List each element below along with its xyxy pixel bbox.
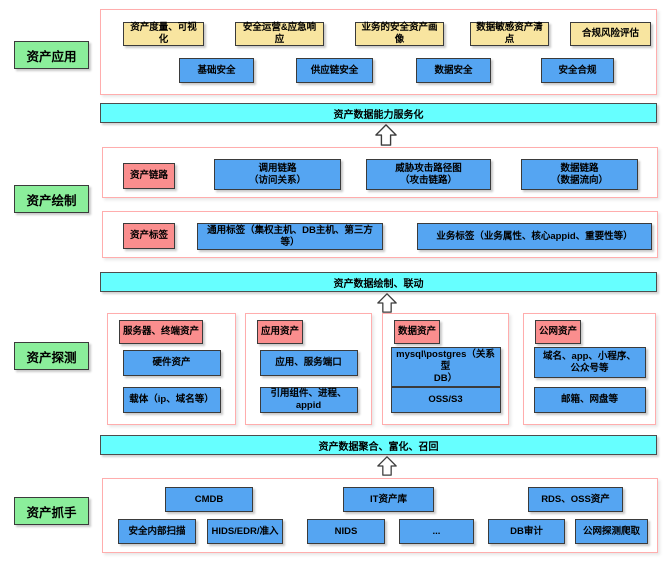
- side-label-asset-grabber: 资产抓手: [14, 497, 89, 525]
- side-label-asset-detection: 资产探测: [14, 342, 89, 370]
- capability-box: 资产度量、可视化: [123, 22, 204, 46]
- asset-tag-tag: 资产标签: [123, 223, 175, 249]
- link-box: 调用链路 （访问关系）: [214, 159, 341, 190]
- detect-group-tag: 数据资产: [394, 320, 441, 344]
- source-box: 安全内部扫描: [118, 519, 196, 544]
- capability-box: 业务的安全资产画像: [355, 22, 444, 46]
- service-bar-capability: 资产数据能力服务化: [100, 103, 657, 123]
- side-label-asset-drawing: 资产绘制: [14, 185, 89, 213]
- up-arrow-icon: [375, 124, 397, 146]
- asset-box: 应用、服务端口: [259, 350, 358, 376]
- detect-group-tag: 服务器、终端资产: [119, 320, 204, 344]
- asset-box: 硬件资产: [122, 350, 221, 376]
- section-asset-grabber: CMDB IT资产库 RDS、OSS资产 安全内部扫描 HIDS/EDR/准入 …: [102, 478, 658, 553]
- up-arrow-icon: [376, 456, 398, 476]
- capability-box: 安全运营&应急响应: [235, 22, 324, 46]
- source-box: ...: [399, 519, 474, 544]
- source-box: HIDS/EDR/准入: [207, 519, 283, 544]
- link-box: 威胁攻击路径图 （攻击链路）: [366, 159, 491, 190]
- detect-group-tag: 公网资产: [535, 320, 582, 344]
- asset-box: 域名、app、小程序、 公众号等: [533, 347, 646, 378]
- section-detect-server-terminal: 服务器、终端资产 硬件资产 载体（ip、域名等）: [107, 313, 236, 425]
- up-arrow-icon: [376, 293, 398, 313]
- link-box: 数据链路 （数据流向）: [521, 159, 638, 190]
- asset-box: 引用组件、进程、appid: [259, 387, 358, 413]
- security-domain-box: 数据安全: [416, 58, 491, 83]
- capability-box: 数据敏感资产清点: [470, 22, 549, 46]
- section-asset-link: 资产链路 调用链路 （访问关系） 威胁攻击路径图 （攻击链路） 数据链路 （数据…: [102, 147, 658, 198]
- asset-box: 载体（ip、域名等）: [122, 387, 221, 413]
- source-box: 公网探测爬取: [575, 519, 648, 544]
- section-asset-tag: 资产标签 通用标签（集权主机、DB主机、第三方等） 业务标签（业务属性、核心ap…: [102, 211, 658, 258]
- section-detect-application: 应用资产 应用、服务端口 引用组件、进程、appid: [245, 313, 372, 425]
- detect-group-tag: 应用资产: [257, 320, 304, 344]
- source-box: DB审计: [488, 519, 565, 544]
- section-detect-public-network: 公网资产 域名、app、小程序、 公众号等 邮箱、网盘等: [523, 313, 656, 425]
- source-box: CMDB: [165, 487, 253, 512]
- asset-link-tag: 资产链路: [123, 163, 175, 189]
- section-detect-data: 数据资产 mysql\postgres（关系型 DB） OSS/S3: [382, 313, 509, 425]
- asset-box: mysql\postgres（关系型 DB）: [390, 347, 501, 387]
- service-bar-aggregation: 资产数据聚合、富化、召回: [100, 435, 657, 455]
- source-box: IT资产库: [343, 487, 434, 512]
- section-asset-application: 资产度量、可视化 安全运营&应急响应 业务的安全资产画像 数据敏感资产清点 合规…: [100, 9, 657, 95]
- service-bar-drawing: 资产数据绘制、联动: [100, 272, 657, 292]
- asset-box: 邮箱、网盘等: [533, 387, 646, 413]
- side-label-asset-application: 资产应用: [14, 41, 89, 69]
- tag-box: 业务标签（业务属性、核心appid、重要性等）: [417, 223, 652, 250]
- security-domain-box: 基础安全: [179, 58, 254, 83]
- security-domain-box: 供应链安全: [296, 58, 373, 83]
- asset-box: OSS/S3: [390, 387, 501, 413]
- source-box: NIDS: [307, 519, 385, 544]
- capability-box: 合规风险评估: [570, 22, 651, 46]
- source-box: RDS、OSS资产: [528, 487, 623, 512]
- tag-box: 通用标签（集权主机、DB主机、第三方等）: [197, 223, 383, 250]
- security-domain-box: 安全合规: [541, 58, 614, 83]
